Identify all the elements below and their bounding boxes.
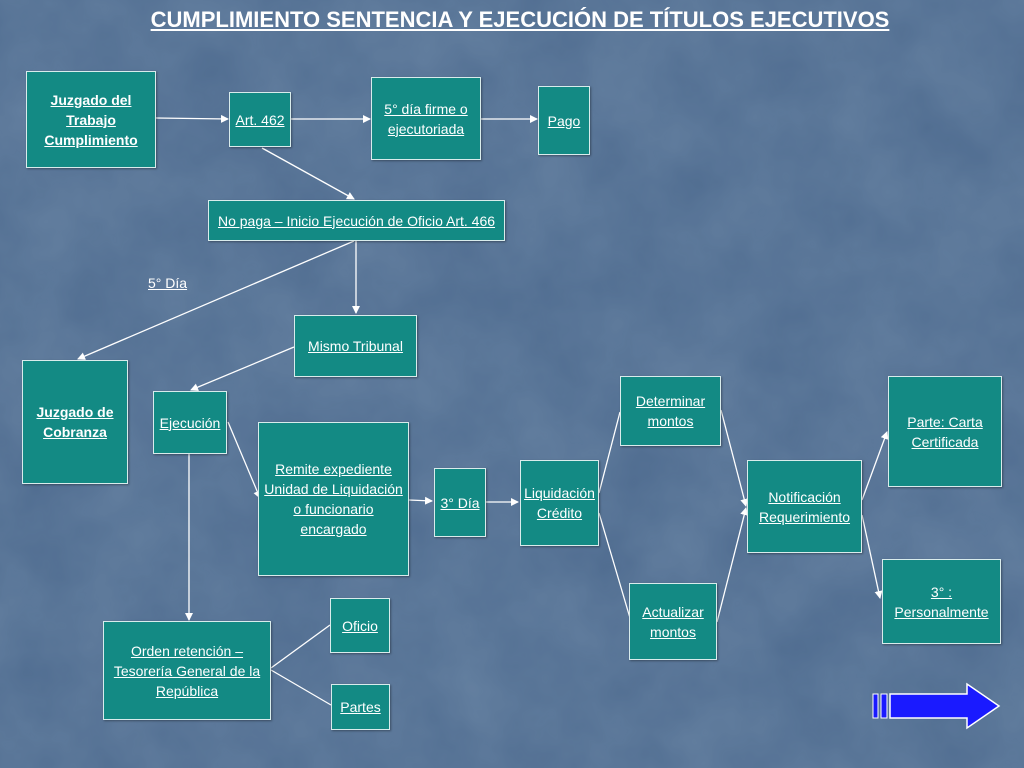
node-tercero-personal-label: 3° : Personalmente — [894, 583, 989, 620]
node-notificacion[interactable]: Notificación Requerimiento — [747, 460, 862, 553]
node-pago-label: Pago — [547, 112, 581, 129]
node-actualizar-montos[interactable]: Actualizar montos — [629, 583, 717, 660]
node-oficio[interactable]: Oficio — [330, 598, 390, 653]
node-juzgado-trabajo[interactable]: Juzgado del Trabajo Cumplimiento — [26, 71, 156, 168]
node-orden-retencion[interactable]: Orden retención – Tesorería General de l… — [103, 621, 271, 720]
node-remite-expediente[interactable]: Remite expediente Unidad de Liquidación … — [258, 422, 409, 576]
node-art-462[interactable]: Art. 462 — [229, 92, 291, 147]
node-juzgado-trabajo-label: Juzgado del Trabajo Cumplimiento — [44, 91, 138, 148]
node-partes[interactable]: Partes — [331, 684, 390, 730]
node-art-462-label: Art. 462 — [235, 111, 285, 128]
node-mismo-tribunal-label: Mismo Tribunal — [308, 338, 403, 354]
node-orden-retencion-label: Orden retención – Tesorería General de l… — [113, 642, 261, 699]
node-juzgado-cobranza[interactable]: Juzgado de Cobranza — [22, 360, 128, 484]
node-pago[interactable]: Pago — [538, 86, 590, 155]
slide-title: CUMPLIMIENTO SENTENCIA Y EJECUCIÓN DE TÍ… — [150, 7, 890, 32]
node-parte-carta[interactable]: Parte: Carta Certificada — [888, 376, 1002, 487]
node-actualizar-montos-label: Actualizar montos — [642, 603, 704, 640]
next-arrow-icon[interactable] — [871, 681, 1003, 733]
node-5-dia-firme-label: 5° día firme o ejecutoriada — [384, 100, 468, 137]
node-liquidacion-credito[interactable]: Liquidación Crédito — [520, 460, 599, 546]
node-ejecucion-label: Ejecución — [159, 414, 221, 431]
node-no-paga-label: No paga – Inicio Ejecución de Oficio Art… — [217, 212, 496, 229]
label-5-dia: 5° Día — [148, 275, 188, 291]
node-determinar-montos-label: Determinar montos — [635, 393, 706, 429]
node-mismo-tribunal[interactable]: Mismo Tribunal — [294, 315, 417, 377]
node-3-dia-label: 3° Día — [440, 494, 480, 511]
node-juzgado-cobranza-label: Juzgado de Cobranza — [36, 404, 114, 440]
node-3-dia[interactable]: 3° Día — [434, 468, 486, 537]
node-notificacion-label: Notificación Requerimiento — [758, 488, 851, 525]
node-remite-expediente-label: Remite expediente Unidad de Liquidación … — [264, 461, 403, 537]
node-no-paga[interactable]: No paga – Inicio Ejecución de Oficio Art… — [208, 200, 505, 241]
node-oficio-label: Oficio — [342, 617, 378, 634]
node-tercero-personal[interactable]: 3° : Personalmente — [882, 559, 1001, 644]
node-liquidacion-credito-label: Liquidación Crédito — [524, 485, 595, 521]
node-partes-label: Partes — [340, 699, 381, 715]
node-determinar-montos[interactable]: Determinar montos — [620, 376, 721, 446]
node-ejecucion[interactable]: Ejecución — [153, 391, 227, 454]
node-parte-carta-label: Parte: Carta Certificada — [907, 413, 983, 450]
node-5-dia-firme[interactable]: 5° día firme o ejecutoriada — [371, 77, 481, 160]
